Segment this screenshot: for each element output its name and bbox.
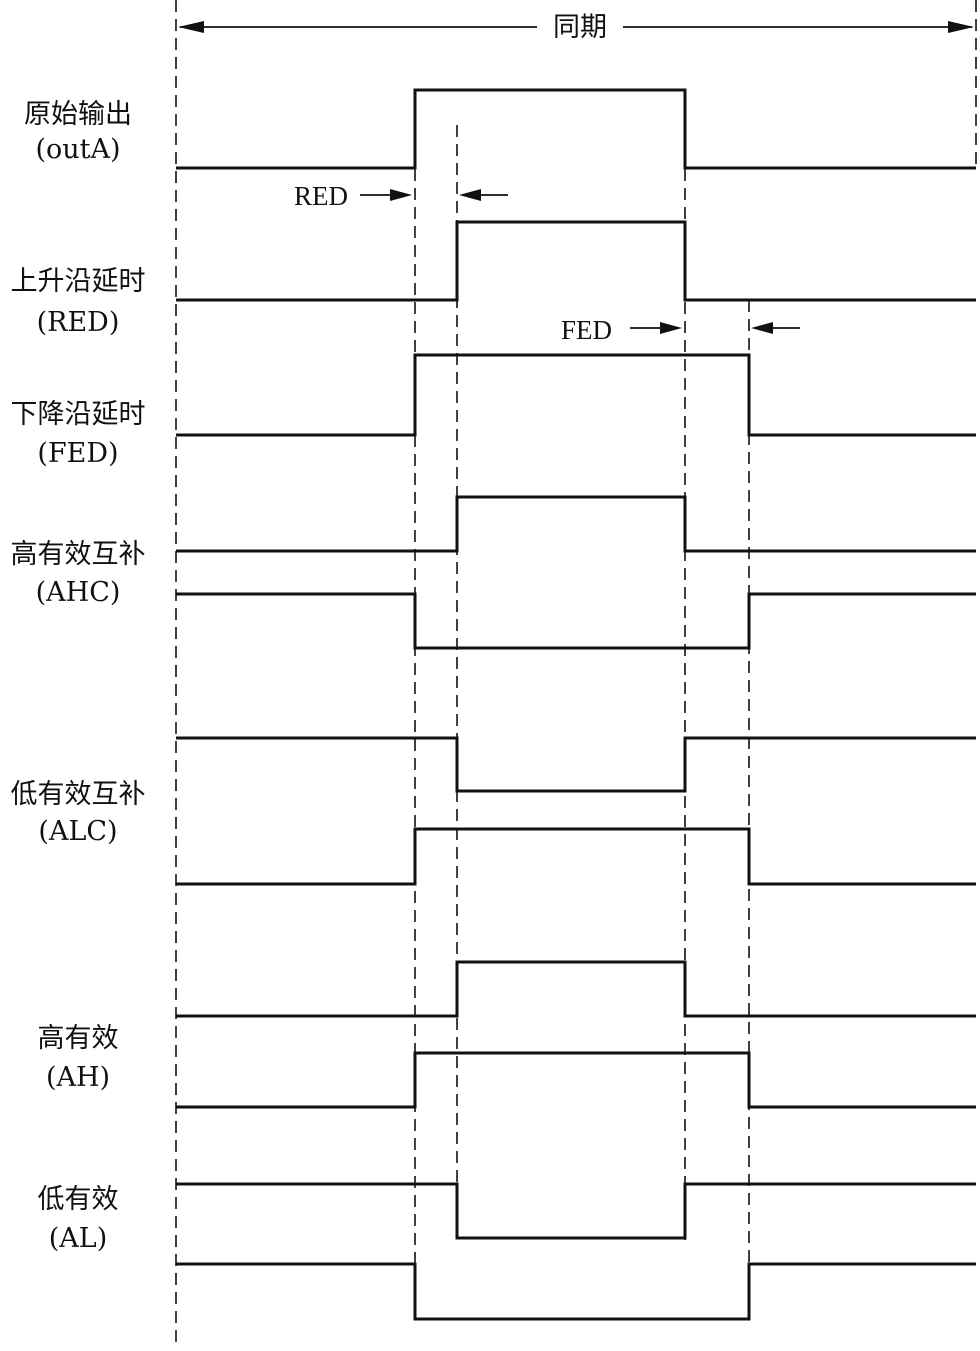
- signal-sublabel-fed: (FED): [37, 438, 118, 469]
- waveform-al-a: [176, 1182, 976, 1240]
- signal-label-ahc: 高有效互补: [11, 539, 146, 570]
- waveform-ah-a: [176, 960, 976, 1018]
- arrow-left-icon: [459, 189, 481, 201]
- waveform-alc-b: [176, 827, 976, 886]
- waveform-alc-a: [176, 736, 976, 793]
- signal-label-al: 低有效: [38, 1184, 119, 1215]
- waveform-ahc-b: [176, 592, 976, 650]
- waveform-outa: [176, 88, 976, 170]
- fed-marker: FED: [561, 315, 800, 345]
- arrow-left-icon: [751, 322, 773, 334]
- signal-sublabel-red: (RED): [37, 307, 120, 338]
- waveform-al-b: [176, 1262, 976, 1321]
- red-marker: RED: [294, 181, 508, 211]
- waveform-ahc-a: [176, 495, 976, 553]
- arrow-right-icon: [390, 189, 412, 201]
- arrow-right-icon: [660, 322, 682, 334]
- waveforms: [176, 88, 976, 1321]
- signal-sublabel-ahc: (AHC): [36, 577, 121, 608]
- signal-label-ah: 高有效: [38, 1023, 119, 1054]
- waveform-fed: [176, 353, 976, 437]
- signal-label-alc: 低有效互补: [11, 779, 146, 810]
- arrowhead-right-icon: [948, 21, 974, 33]
- signal-label-red: 上升沿延时: [11, 266, 146, 297]
- signal-sublabel-alc: (ALC): [38, 816, 117, 847]
- signal-sublabel-ah: (AH): [46, 1062, 110, 1093]
- signal-label-outa: 原始输出: [24, 99, 132, 130]
- waveform-red: [176, 220, 976, 302]
- period-arrow: 同期: [178, 12, 974, 43]
- signal-sublabel-outa: (outA): [35, 134, 120, 165]
- waveform-ah-b: [176, 1051, 976, 1109]
- signal-label-fed: 下降沿延时: [11, 399, 146, 430]
- signal-labels: 原始输出 (outA) 上升沿延时 (RED) 下降沿延时 (FED) 高有效互…: [11, 99, 146, 1254]
- fed-marker-label: FED: [561, 315, 612, 345]
- period-label: 同期: [553, 12, 607, 43]
- arrowhead-left-icon: [178, 21, 204, 33]
- red-marker-label: RED: [294, 181, 348, 211]
- signal-sublabel-al: (AL): [49, 1223, 108, 1254]
